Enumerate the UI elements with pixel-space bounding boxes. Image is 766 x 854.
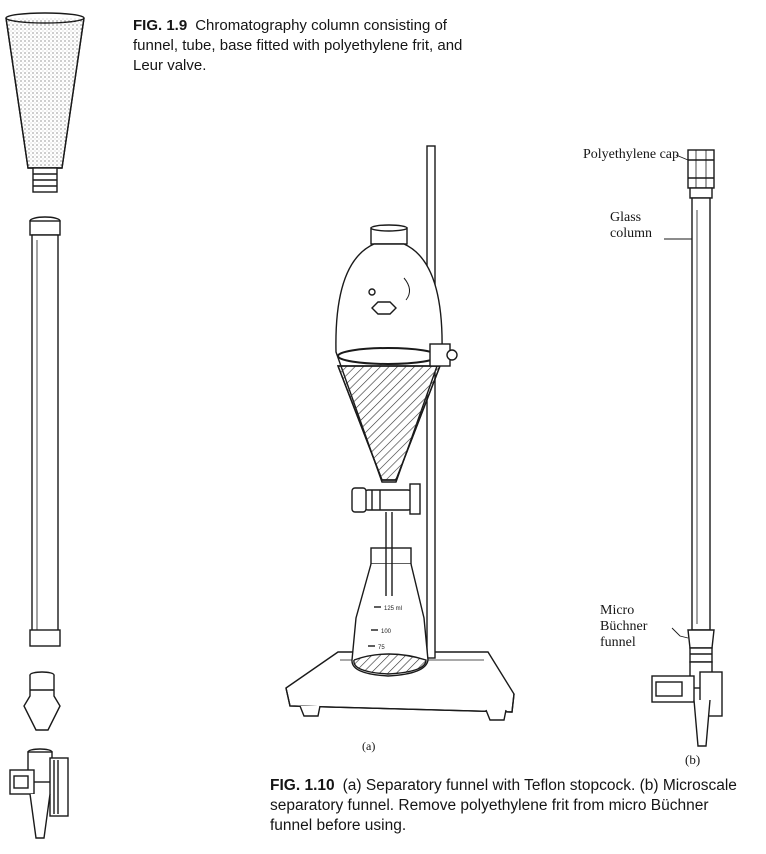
base-with-frit-part — [23, 671, 61, 731]
ring-stand-rod — [426, 145, 436, 659]
micro-stopcock — [651, 661, 723, 747]
flask-graduation-100: 100 — [381, 629, 392, 635]
erlenmeyer-flask: 125 ml 100 75 — [351, 547, 429, 677]
flask-graduation-125: 125 ml — [384, 606, 402, 612]
polyethylene-cap-label: Polyethylene cap — [583, 147, 680, 162]
fig-1-10-text: (a) Separatory funnel with Teflon stopco… — [270, 777, 737, 834]
fig-1-10-caption: FIG. 1.10(a) Separatory funnel with Tefl… — [270, 776, 740, 836]
chromatography-column-parts — [5, 12, 85, 839]
ring-clamp — [337, 343, 458, 367]
leader-cap — [675, 154, 689, 161]
microscale-separatory-funnel — [651, 149, 723, 747]
leader-buchner — [671, 627, 689, 639]
glass-column — [691, 197, 711, 631]
flask-graduation-75: 75 — [378, 645, 385, 651]
separatory-funnel — [335, 224, 443, 483]
teflon-stopcock — [351, 483, 421, 515]
separatory-funnel-setup: 125 ml 100 75 — [285, 145, 515, 721]
panel-a-label: (a) — [362, 739, 376, 753]
funnel-part — [5, 12, 85, 193]
micro-buchner-funnel-label: Micro Büchner funnel — [600, 603, 648, 650]
fig-1-10-number: FIG. 1.10 — [270, 777, 335, 794]
fig-1-9-number: FIG. 1.9 — [133, 17, 188, 34]
leur-valve-part — [9, 748, 69, 839]
glass-column-label: Glass column — [610, 210, 652, 241]
panel-b-label: (b) — [685, 752, 701, 767]
polyethylene-cap — [687, 149, 715, 199]
fig-1-9-text: Chromatography column consisting of funn… — [133, 17, 463, 74]
ring-stand-base — [285, 651, 515, 721]
micro-buchner-funnel — [687, 629, 715, 663]
tube-part — [29, 216, 61, 647]
